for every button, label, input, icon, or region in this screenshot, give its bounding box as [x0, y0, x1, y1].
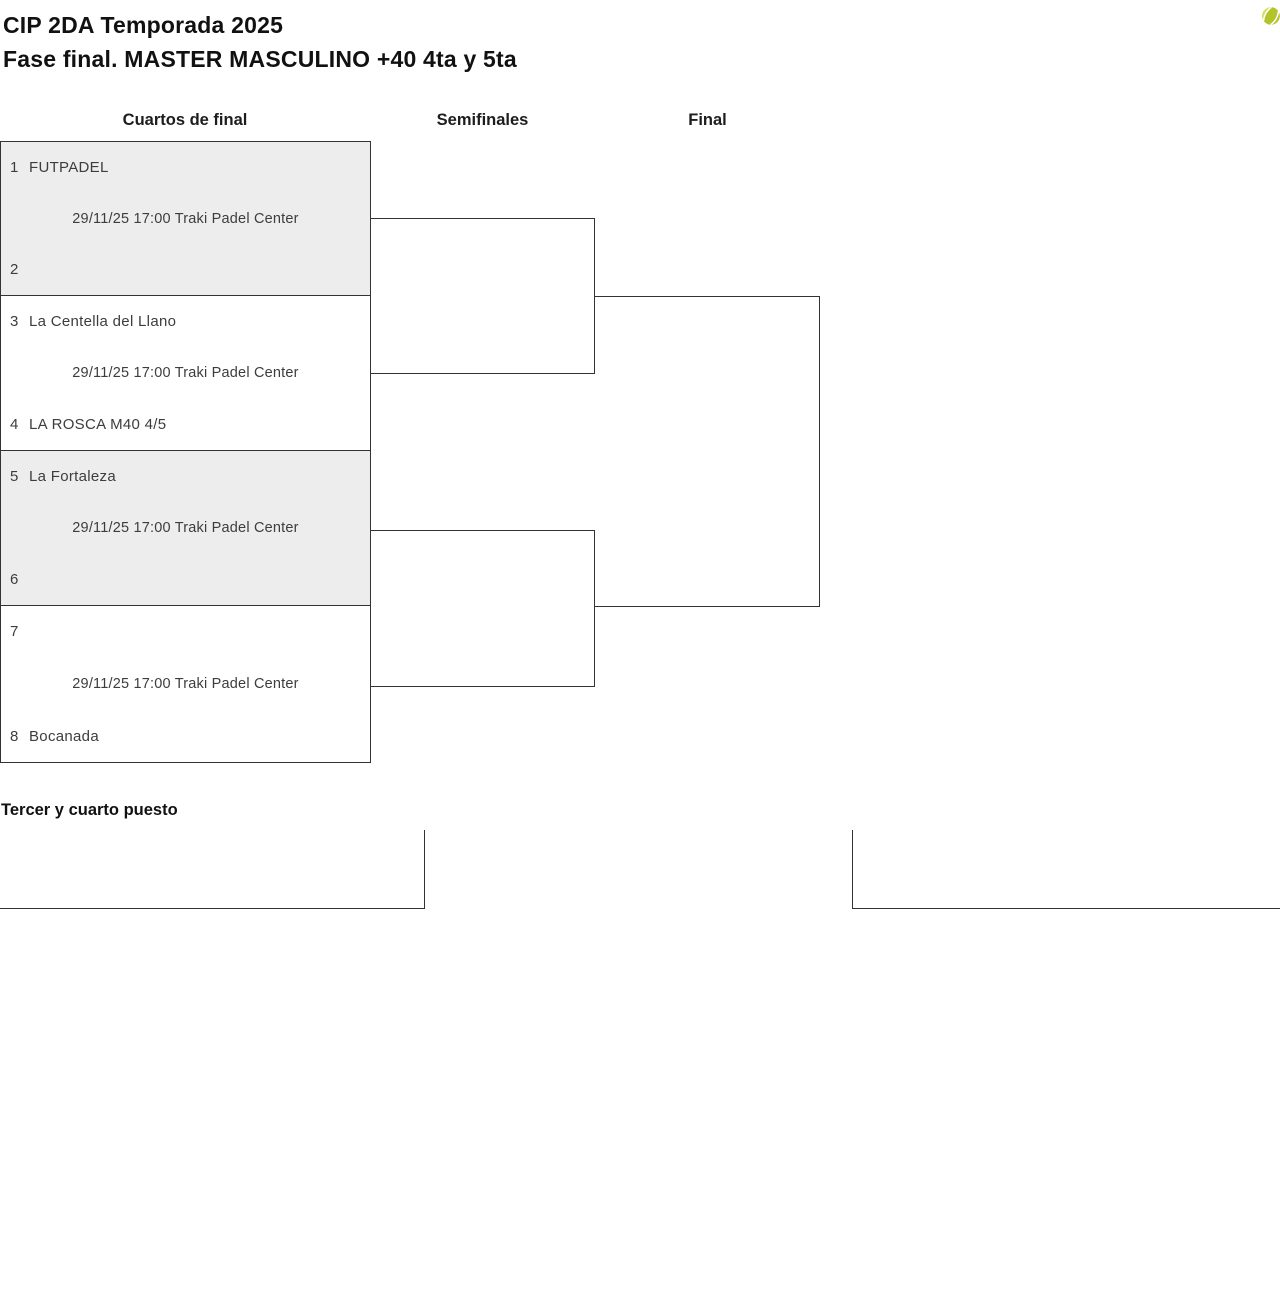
team-name: La Fortaleza [29, 468, 116, 485]
tennis-ball-icon [1261, 6, 1280, 26]
team-slot-bottom: 4 LA ROSCA M40 4/5 [10, 416, 360, 434]
match-box-quarterfinal-2[interactable]: 3 La Centella del Llano 29/11/25 17:00 T… [0, 295, 371, 451]
seed-number: 7 [10, 623, 19, 640]
seed-number: 3 [10, 313, 19, 330]
match-info: 29/11/25 17:00 Traki Padel Center [72, 520, 299, 536]
match-info: 29/11/25 17:00 Traki Padel Center [72, 676, 299, 692]
match-box-quarterfinal-3[interactable]: 5 La Fortaleza 29/11/25 17:00 Traki Pade… [0, 450, 371, 606]
match-box-quarterfinal-1[interactable]: 1 FUTPADEL 29/11/25 17:00 Traki Padel Ce… [0, 141, 371, 296]
seed-number: 6 [10, 571, 19, 588]
seed-number: 8 [10, 728, 19, 745]
page-header: CIP 2DA Temporada 2025 Fase final. MASTE… [3, 8, 517, 76]
match-box-quarterfinal-4[interactable]: 7 29/11/25 17:00 Traki Padel Center 8 Bo… [0, 605, 371, 763]
column-header-final: Final [688, 111, 727, 129]
seed-number: 1 [10, 159, 19, 176]
match-info: 29/11/25 17:00 Traki Padel Center [72, 210, 299, 227]
team-name: FUTPADEL [29, 159, 109, 176]
team-slot-top: 3 La Centella del Llano [10, 313, 360, 331]
team-name: LA ROSCA M40 4/5 [29, 416, 167, 433]
page-subtitle: Fase final. MASTER MASCULINO +40 4ta y 5… [3, 46, 517, 72]
team-name: La Centella del Llano [29, 313, 177, 330]
match-info: 29/11/25 17:00 Traki Padel Center [72, 365, 299, 381]
third-place-bracket-left [0, 830, 425, 909]
seed-number: 5 [10, 468, 19, 485]
third-place-title: Tercer y cuarto puesto [1, 801, 178, 819]
third-place-bracket-right [852, 830, 1280, 909]
match-box-final[interactable] [595, 296, 820, 607]
team-slot-top: 1 FUTPADEL [10, 159, 360, 177]
column-header-cuartos-de-final: Cuartos de final [122, 111, 248, 129]
match-box-semifinal-2[interactable] [370, 530, 595, 687]
team-slot-bottom: 6 [10, 571, 360, 589]
match-box-semifinal-1[interactable] [370, 218, 595, 374]
team-name: Bocanada [29, 728, 99, 745]
column-header-semifinales: Semifinales [436, 111, 529, 129]
team-slot-top: 7 [10, 623, 360, 641]
team-slot-top: 5 La Fortaleza [10, 468, 360, 486]
team-slot-bottom: 2 [10, 261, 360, 279]
seed-number: 4 [10, 416, 19, 433]
page-title: CIP 2DA Temporada 2025 [3, 12, 284, 38]
team-slot-bottom: 8 Bocanada [10, 728, 360, 746]
seed-number: 2 [10, 261, 19, 278]
